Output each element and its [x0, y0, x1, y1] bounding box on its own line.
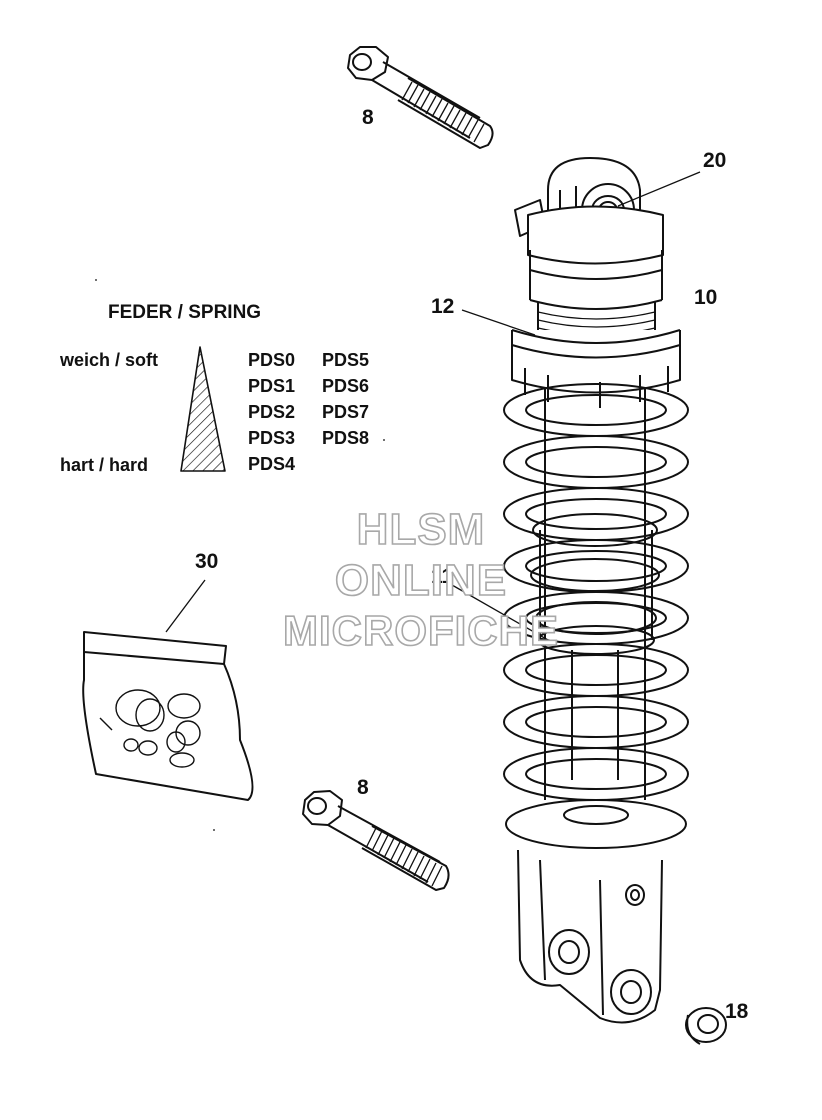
- callout-preload-nut: 12: [431, 295, 455, 318]
- callout-shock-absorber: 10: [694, 286, 718, 309]
- callout-eye-bushing: 20: [703, 149, 727, 172]
- bolt-top: [347, 46, 494, 149]
- leader-lines: [165, 171, 701, 641]
- spring-legend-title: FEDER / SPRING: [108, 302, 262, 323]
- spring-code: PDS4: [248, 454, 296, 474]
- shock-absorber: [503, 157, 689, 1024]
- spring-code: PDS0: [248, 350, 296, 370]
- callout-spring: 11: [431, 565, 454, 588]
- callout-bolt-bottom: 8: [357, 776, 369, 799]
- spring-code: PDS7: [322, 402, 370, 422]
- spring-code: PDS8: [322, 428, 370, 448]
- callout-bolt-top: 8: [362, 106, 374, 129]
- spring-code: PDS3: [248, 428, 296, 448]
- repair-kit-bag: [82, 631, 254, 801]
- spring-hardness-triangle: [180, 346, 226, 472]
- bottom-bushing: [685, 1007, 727, 1045]
- watermark-line3: MICROFICHE: [282, 606, 559, 655]
- spring-code: PDS1: [248, 376, 296, 396]
- bolt-bottom: [302, 790, 450, 891]
- spring-code: PDS5: [322, 350, 370, 370]
- callout-bottom-bushing: 18: [725, 1000, 749, 1023]
- spring-code: PDS6: [322, 376, 370, 396]
- hard-label: hart / hard: [60, 455, 149, 475]
- spring-code: PDS2: [248, 402, 296, 422]
- soft-label: weich / soft: [60, 350, 159, 370]
- watermark-line2: ONLINE: [334, 555, 508, 606]
- watermark-line1: HLSM: [356, 504, 486, 555]
- callout-repair-kit: 30: [195, 550, 219, 573]
